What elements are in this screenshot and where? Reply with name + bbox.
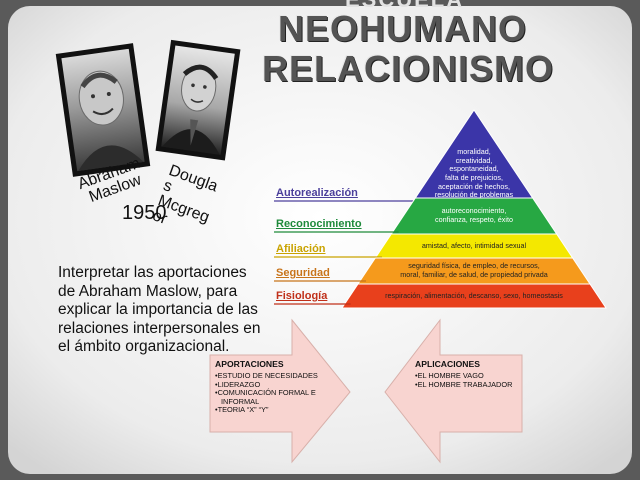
- pyramid-level-text: respiración, alimentación, descanso, sex…: [364, 290, 584, 301]
- list-item: LIDERAZGO: [215, 380, 333, 389]
- pyramid-text-line: respiración, alimentación, descanso, sex…: [385, 290, 563, 300]
- maslow-pyramid: [274, 109, 607, 309]
- pyramid-text-line: falta de prejuicios,: [445, 172, 503, 182]
- year-label: 1950: [122, 202, 167, 224]
- pyramid-level-5: [341, 283, 607, 309]
- list-item: COMUNICACIÓN FORMAL E INFORMAL: [215, 389, 333, 406]
- maslow-photo: [55, 43, 151, 177]
- pyramid-level-label: Reconocimiento: [276, 218, 362, 230]
- list-item: TEORIA “X” “Y”: [215, 405, 333, 414]
- pyramid-level-text: seguridad física, de empleo, de recursos…: [364, 262, 584, 279]
- aplicaciones-box: APLICACIONES EL HOMBRE VAGO EL HOMBRE TR…: [415, 359, 515, 389]
- body-text: Interpretar las aportaciones de Abraham …: [58, 264, 261, 355]
- pyramid-text-line: aceptación de hechos,: [438, 181, 510, 191]
- aplicaciones-arrow: [384, 318, 523, 464]
- mcgregor-photo: [155, 39, 241, 161]
- pyramid-level-text: amistad, afecto, intimidad sexual: [364, 240, 584, 251]
- aplicaciones-list: EL HOMBRE VAGO EL HOMBRE TRABAJADOR: [415, 371, 515, 389]
- pyramid-text-line: resolución de problemas: [434, 190, 514, 200]
- pyramid-text-line: moral, familiar, de salud, de propiedad …: [400, 269, 548, 279]
- aportaciones-list: ESTUDIO DE NECESIDADES LIDERAZGO COMUNIC…: [215, 371, 333, 414]
- pyramid-text-line: confianza, respeto, éxito: [435, 214, 513, 224]
- title-ghost: ESCUELA: [345, 0, 464, 13]
- aportaciones-box: APORTACIONES ESTUDIO DE NECESIDADES LIDE…: [215, 359, 333, 414]
- title-line-2: RELACIONISMO: [262, 48, 555, 89]
- pyramid-text-line: seguridad física, de empleo, de recursos…: [408, 261, 540, 271]
- pyramid-level-label: Seguridad: [276, 267, 330, 279]
- pyramid-level-label: Afiliación: [276, 243, 326, 255]
- pyramid-text-line: amistad, afecto, intimidad sexual: [421, 240, 527, 250]
- pyramid-level-label: Autorealización: [276, 187, 358, 199]
- title-line-1: NEOHUMANO: [278, 8, 527, 49]
- list-item: EL HOMBRE VAGO: [415, 371, 515, 380]
- pyramid-text-line: moralidad,: [457, 147, 491, 157]
- list-item: ESTUDIO DE NECESIDADES: [215, 371, 333, 380]
- pyramid-text-line: espontaneidad,: [449, 164, 499, 174]
- pyramid-level-text: moralidad,creatividad,espontaneidad,falt…: [364, 148, 584, 200]
- pyramid-text-line: creatividad,: [455, 155, 493, 165]
- aplicaciones-title: APLICACIONES: [415, 359, 480, 369]
- pyramid-level-label: Fisiología: [276, 290, 328, 302]
- pyramid-text-line: autoreconocimiento,: [441, 206, 507, 216]
- aportaciones-title: APORTACIONES: [215, 359, 284, 369]
- pyramid-level-text: autoreconocimiento,confianza, respeto, é…: [364, 207, 584, 224]
- list-item: EL HOMBRE TRABAJADOR: [415, 380, 515, 389]
